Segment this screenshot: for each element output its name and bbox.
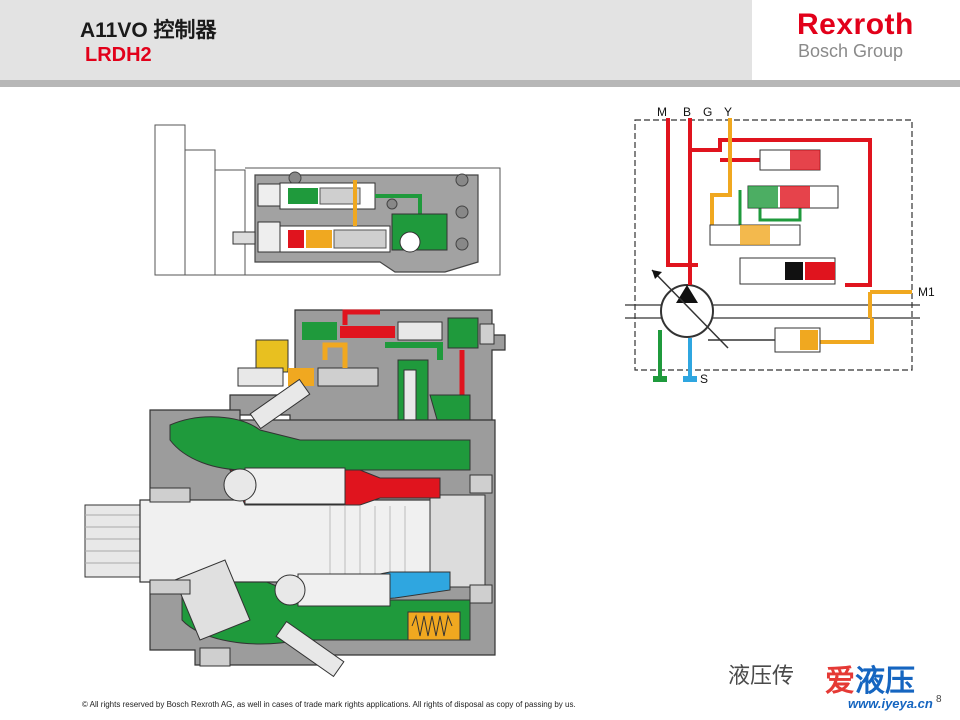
port-label-s: S bbox=[700, 372, 708, 386]
title-band bbox=[0, 0, 752, 80]
port-label-m1: M1 bbox=[918, 285, 935, 299]
hydraulic-schematic: M B G Y M1 S bbox=[625, 105, 935, 386]
port-label-g: G bbox=[703, 105, 712, 119]
watermark-logo-left: 爱 bbox=[825, 665, 855, 698]
slide-subtitle: LRDH2 bbox=[85, 44, 152, 66]
rexroth-logo: Rexroth Bosch Group bbox=[797, 10, 914, 62]
top-controller-body bbox=[232, 171, 479, 273]
watermark-logo: 爱液压 bbox=[825, 656, 915, 700]
top-outline-section bbox=[154, 124, 501, 276]
header-divider bbox=[0, 80, 960, 87]
copyright-footer: © All rights reserved by Bosch Rexroth A… bbox=[82, 700, 576, 709]
watermark-logo-right: 液压 bbox=[855, 665, 915, 698]
watermark-text: 液压传 bbox=[728, 663, 795, 688]
port-label-y: Y bbox=[724, 105, 732, 119]
slide-header: A11VO 控制器 LRDH2 Rexroth Bosch Group bbox=[0, 0, 960, 80]
logo-sub-text: Bosch Group bbox=[798, 41, 904, 61]
slide-title: A11VO 控制器 bbox=[80, 19, 217, 42]
logo-main-text: Rexroth bbox=[797, 8, 914, 41]
pump-cross-section bbox=[84, 309, 506, 678]
page-number: 8 bbox=[936, 694, 942, 705]
watermark-url: www.iyeya.cn bbox=[848, 696, 933, 711]
port-label-b: B bbox=[683, 105, 691, 119]
port-label-m: M bbox=[657, 105, 667, 119]
